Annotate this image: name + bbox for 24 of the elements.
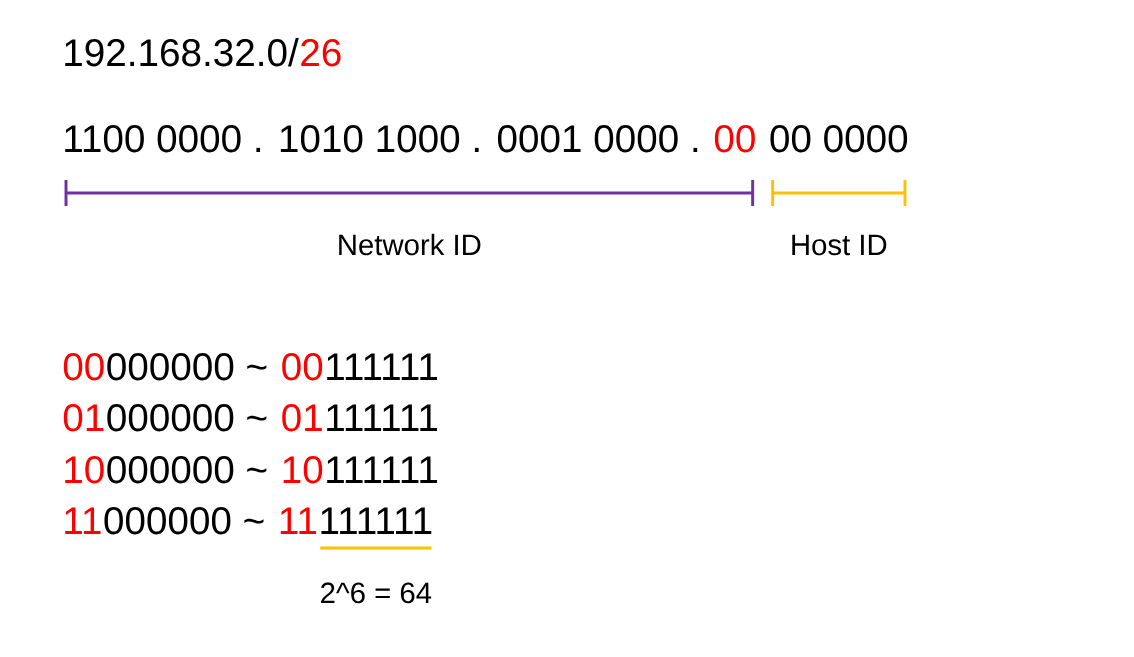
cidr-notation: 192.168.32.0/ [65, 38, 299, 67]
host-bits: 00 0000 [770, 125, 908, 153]
subnet-bits: 01 [282, 404, 322, 432]
range-text: 000000 ~ [107, 404, 267, 432]
subnet-bits: 01 [63, 404, 104, 432]
range-text: 000000 ~ [104, 507, 264, 535]
range-text: 111111 [327, 404, 437, 431]
subnet-bits: 11 [280, 507, 317, 534]
binary-address: 1100 0000 . 1010 1000 . 0001 0000 . [65, 125, 698, 153]
range-text: 000000 ~ [107, 353, 267, 381]
subnet-bits: 10 [65, 456, 104, 484]
formula-text: 2^6 = 64 [321, 582, 432, 604]
range-text: 111111 [327, 456, 437, 483]
range-text: 111111 [321, 507, 432, 534]
network-bits: 00 [714, 125, 755, 153]
range-text: 111111 [327, 353, 437, 380]
subnet-bits: 00 [282, 353, 323, 381]
prefix-length: 26 [301, 39, 341, 67]
bracket-label: Host ID [792, 234, 887, 256]
subnet-bits: 11 [65, 507, 101, 534]
subnet-bits: 00 [63, 353, 104, 381]
subnet-bits: 10 [283, 456, 323, 484]
bracket-label: Network ID [339, 233, 481, 256]
range-text: 000000 ~ [107, 456, 267, 484]
